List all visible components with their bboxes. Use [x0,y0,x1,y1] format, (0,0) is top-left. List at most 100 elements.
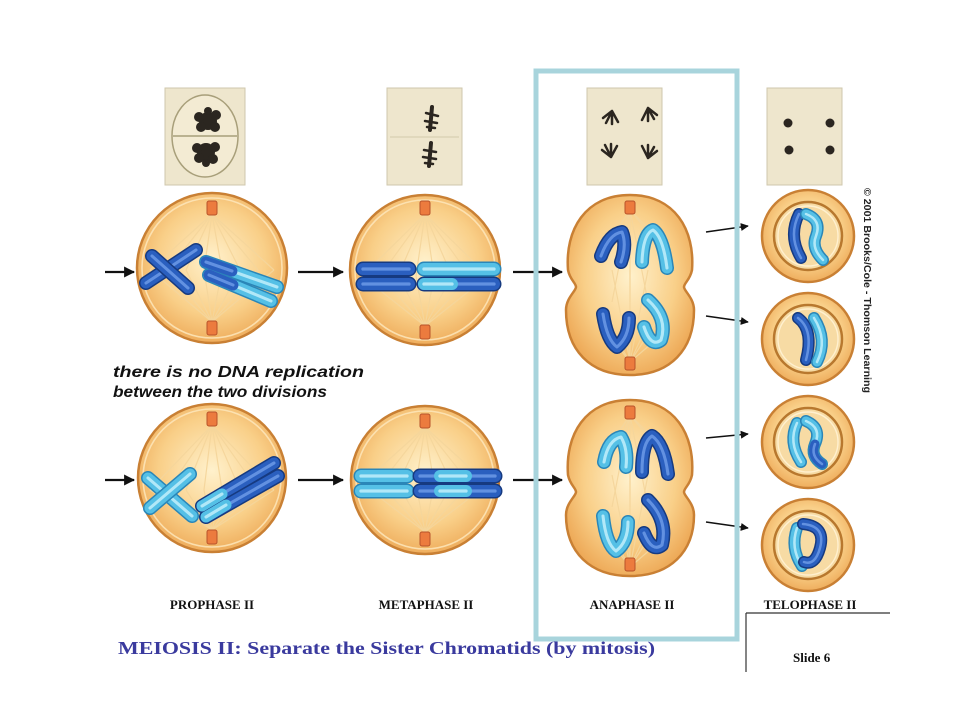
chromatid-dark [788,208,807,264]
centriole [206,411,218,427]
chromatid-highlight [640,228,669,270]
copyright-notice: © 2001 Brooks/Cole - Thomson Learning [861,188,872,393]
chromatid-light [597,430,634,474]
chromatid-light [787,417,807,468]
chromatid-highlight [804,212,825,262]
micrograph-chromosomes-bottom [421,141,438,168]
chromatid-highlight [601,312,631,349]
telophase-cell-1 [760,188,856,284]
chromosomes [353,468,503,499]
anaphase-highlight-box [533,68,740,642]
micrograph-nucleus [783,118,793,128]
cell-inner-ring [141,197,283,339]
micrograph-nucleus [784,145,794,155]
label-metaphase: METAPHASE II [379,597,474,612]
arrow-to-telophase-2 [705,315,749,325]
chromatid-highlight [150,254,190,290]
nucleus-inner-ring [777,514,839,576]
chromatid-dark [792,312,815,366]
telophase-cell-4 [760,497,856,593]
note-line-2: between the two divisions [113,384,327,401]
chromatid-light [596,509,635,558]
spindle-fiber [211,213,241,271]
chromatid-highlight [792,212,803,260]
label-anaphase: ANAPHASE II [590,597,675,612]
centriole [206,320,218,336]
centriole [419,413,431,429]
micrograph-prophase [164,87,246,186]
spindle-fiber [185,269,213,323]
centriole [206,200,218,216]
chromosomes [787,415,828,470]
anaphase-cell-bottom [564,398,696,578]
chromosomes [139,243,284,308]
micrograph-nucleus [825,145,835,155]
chromatid-dark [797,518,828,569]
chromatid-highlight [599,230,626,264]
centriole [419,200,431,216]
chromatid-dark [637,493,671,555]
cell-membrane [136,402,288,554]
chromatid-light [143,467,197,515]
chromatid-highlight [207,273,235,287]
micrograph-nucleus [825,118,835,128]
metaphase-cell-bottom [349,404,503,556]
spindle-fiber [203,424,213,491]
spindle-fiber [611,474,631,568]
chromatid-highlight [801,522,823,564]
chromatid-highlight [792,421,803,464]
centriole [624,405,636,420]
micrograph-chromatin-top [194,107,221,132]
micrograph-frame [766,87,843,186]
anaphase-cell-top [564,193,696,377]
note-line-1: there is no DNA replication [113,364,364,381]
chromatid-highlight [796,316,810,362]
chromatid-highlight [812,442,824,466]
nucleus-inner-ring [777,205,839,267]
spindle-fiber [629,269,649,363]
micrograph-chromatids [600,106,659,160]
chromosomes [355,261,502,292]
chromatid-light [635,223,674,275]
telophase-cell-3 [760,394,856,490]
chromosomes [788,208,829,266]
arrow-to-telophase-4 [705,521,749,531]
micrograph-frame [586,87,663,186]
chromatid-dark [200,256,238,277]
chromatid-highlight [204,503,228,519]
chromatid-dark [594,225,632,269]
slide-number: Slide 6 [793,650,831,665]
telophase-cell-2 [760,291,856,387]
nucleus-inner-ring [777,308,839,370]
arrow-to-telophase-1 [705,223,749,233]
centriole [624,200,636,215]
spindle-fiber [629,474,649,568]
chromatid-highlight [200,492,224,508]
micrograph-chromatin-bottom [192,142,220,167]
centriole [624,557,636,572]
chromosomes [788,518,828,572]
chromatid-highlight [812,316,824,364]
chromatid-dark [809,439,827,469]
micrograph-anaphase [586,87,663,186]
centriole [206,529,218,545]
chromatid-highlight [204,260,234,273]
chromatid-light [800,208,829,266]
spindle-fiber [211,213,259,271]
spindle-fiber [149,424,213,491]
chromatid-light [196,488,228,512]
chromatid-highlight [148,472,192,510]
chromatid-light [637,293,670,350]
spindle-fiber [211,213,275,271]
prophase-cell-top [135,191,289,345]
spindle-fiber [211,424,223,491]
metaphase-cell-top [348,193,502,347]
chromatid-light [200,499,232,523]
centriole [624,356,636,371]
slide-title: MEIOSIS II: Separate the Sister Chromati… [118,638,655,659]
label-prophase: PROPHASE II [170,597,254,612]
chromatid-highlight [602,435,628,469]
chromatid-highlight [640,434,670,476]
centriole [419,531,431,547]
